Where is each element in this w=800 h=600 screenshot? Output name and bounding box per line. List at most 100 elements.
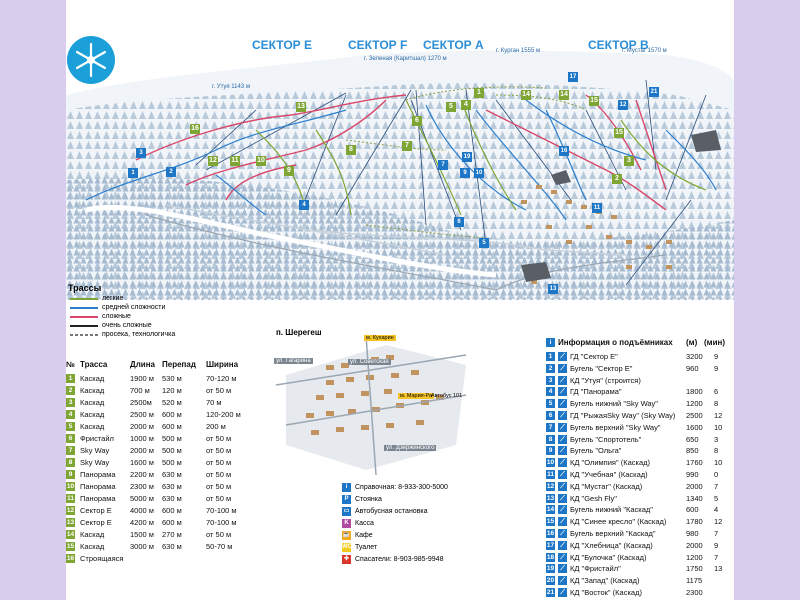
map-trail-5[interactable]: 5 (446, 102, 456, 112)
bus-icon: ▭ (342, 507, 351, 516)
trails-cell-length: 2500 м (130, 410, 154, 419)
lift-length: 1760 (686, 458, 703, 468)
map-trail-14a[interactable]: 14 (521, 90, 531, 100)
map-trail-7[interactable]: 7 (402, 141, 412, 151)
lift-minutes: 12 (714, 517, 723, 527)
map-trail-2[interactable]: 2 (612, 174, 622, 184)
trails-cell-drop: 500 м (162, 458, 182, 467)
trails-cell-drop: 630 м (162, 470, 182, 479)
trails-cell-length: 1900 м (130, 374, 154, 383)
trails-header-cell: Трасса (80, 360, 108, 369)
legend-label: средней сложности (102, 304, 166, 311)
lift-length: 1200 (686, 552, 703, 562)
map-trail-13[interactable]: 13 (296, 102, 306, 112)
map-lift-7[interactable]: 7 (438, 160, 448, 170)
trails-cell-name: Каскад (80, 386, 105, 395)
trails-header-cell: Перепад (162, 360, 196, 369)
lift-name: КД "Олимпия" (Каскад) (570, 458, 651, 468)
map-lift-21[interactable]: 21 (649, 87, 659, 97)
map-lift-6[interactable]: 6 (454, 217, 464, 227)
trails-header-cell: Длина (130, 360, 155, 369)
trails-cell-width: 50-70 м (206, 542, 233, 551)
map-trail-9[interactable]: 9 (284, 166, 294, 176)
sector-f-title: СЕКТОР F (348, 38, 408, 52)
trails-cell-name: Каскад (80, 398, 105, 407)
map-lift-19[interactable]: 19 (462, 152, 472, 162)
map-trail-4[interactable]: 4 (461, 100, 471, 110)
service-label: Кафе (355, 532, 373, 539)
map-lift-11[interactable]: 11 (592, 203, 602, 213)
lift-type-icon: ⟋ (558, 540, 567, 550)
trails-cell-width: от 50 м (206, 434, 232, 443)
lift-minutes: 13 (714, 564, 723, 574)
legend-line (70, 306, 98, 309)
service-label: Автобусная остановка (355, 508, 428, 515)
trails-cell-width: 70 м (206, 398, 222, 407)
map-lift-3[interactable]: 3 (136, 148, 146, 158)
legend-line (70, 315, 98, 318)
map-lift-1[interactable]: 1 (128, 168, 138, 178)
trails-cell-width: 120-200 м (206, 410, 241, 419)
map-lift-4[interactable]: 4 (299, 200, 309, 210)
map-trail-10[interactable]: 10 (256, 156, 266, 166)
lift-name: КД "Gesh Fly" (570, 493, 617, 503)
trails-cell-name: Sky Way (80, 458, 110, 467)
trail-number-badge: 13 (66, 518, 75, 527)
lift-length: 1200 (686, 399, 703, 409)
lift-length: 1600 (686, 422, 703, 432)
map-trail-8[interactable]: 8 (346, 145, 356, 155)
map-trail-16[interactable]: 16 (190, 124, 200, 134)
trails-cell-length: 2000 м (130, 446, 154, 455)
map-lift-12[interactable]: 12 (618, 100, 628, 110)
trails-cell-name: Строящаяся (80, 554, 124, 563)
map-trail-12[interactable]: 12 (208, 156, 218, 166)
trails-cell-length: 1000 м (130, 434, 154, 443)
sector-b-title: СЕКТОР В (588, 38, 649, 52)
lift-length: 600 (686, 505, 699, 515)
map-lift-16[interactable]: 16 (559, 146, 569, 156)
map-lift-13[interactable]: 13 (548, 284, 558, 294)
trails-cell-name: Каскад (80, 530, 105, 539)
lifts-col-min: (мин) (704, 338, 725, 347)
map-lift-5[interactable]: 5 (479, 238, 489, 248)
trails-cell-length: 4200 м (130, 518, 154, 527)
map-trail-15b[interactable]: 15 (614, 128, 624, 138)
snowflake-icon (75, 42, 107, 78)
lift-number-badge: 4 (546, 387, 555, 397)
trails-cell-name: Панорама (80, 494, 116, 503)
map-lift-17[interactable]: 17 (568, 72, 578, 82)
lift-name: ГД "РыжаяSky Way" (Sky Way) (570, 411, 676, 420)
sector-e-title: СЕКТОР Е (252, 38, 312, 52)
trails-cell-drop: 630 м (162, 542, 182, 551)
trails-cell-drop: 270 м (162, 530, 182, 539)
trail-number-badge: 14 (66, 530, 75, 539)
trail-number-badge: 12 (66, 506, 75, 515)
rescue-icon: ✚ (342, 555, 351, 564)
map-trail-6[interactable]: 6 (412, 116, 422, 126)
trail-number-badge: 4 (66, 410, 75, 419)
lift-type-icon: ⟋ (558, 493, 567, 503)
legend-item: просека, технологичка (70, 331, 175, 338)
lift-info-icon: i (546, 338, 555, 347)
legend-label: очень сложные (102, 322, 152, 329)
village-label-bus: Автобус 101 (431, 393, 463, 399)
trails-cell-name: Каскад (80, 542, 105, 551)
map-trail-14b[interactable]: 14 (559, 90, 569, 100)
lift-number-badge: 17 (546, 540, 555, 550)
map-trail-1[interactable]: 1 (474, 88, 484, 98)
legend-label: легкие (102, 295, 124, 302)
lift-number-badge: 7 (546, 422, 555, 432)
map-lift-10[interactable]: 10 (474, 168, 484, 178)
map-trail-15a[interactable]: 15 (589, 96, 599, 106)
trails-header-cell: Ширина (206, 360, 239, 369)
map-trail-11[interactable]: 11 (230, 156, 240, 166)
map-trail-3[interactable]: 3 (624, 156, 634, 166)
map-lift-2[interactable]: 2 (166, 167, 176, 177)
lift-length: 2000 (686, 481, 703, 491)
mountain-map (66, 50, 734, 300)
lift-type-icon: ⟋ (558, 576, 567, 586)
map-lift-9[interactable]: 9 (460, 168, 470, 178)
lift-minutes: 4 (714, 505, 719, 515)
service-label: Спасатели: 8-903-985-9948 (355, 556, 444, 563)
